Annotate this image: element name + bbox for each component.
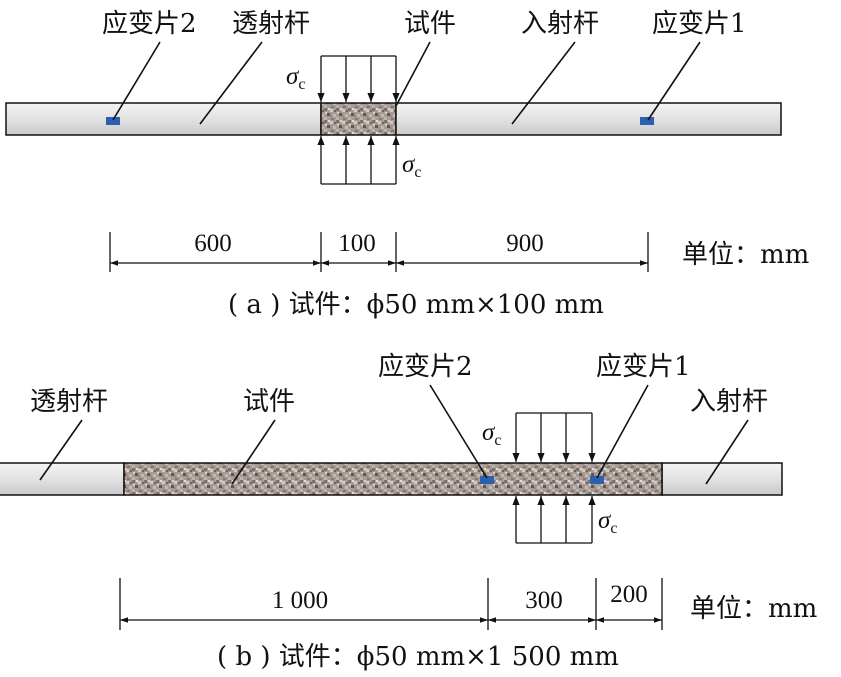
incident-bar-a (395, 102, 782, 136)
confining-stress-arrows-top-a (317, 55, 400, 102)
label-gauge1-b: 应变片1 (596, 352, 691, 382)
panel-b: 透射杆 试件 应变片2 应变片1 入射杆 σc σc (0, 352, 817, 672)
label-specimen-a: 试件 (404, 9, 456, 39)
dimension-300: 300 (525, 587, 563, 614)
leader-gauge2-a (112, 41, 161, 121)
dimension-900: 900 (506, 230, 544, 257)
leader-incident-bar-a (511, 41, 576, 125)
panel-a: 应变片2 透射杆 试件 入射杆 应变片1 σc σc (5, 9, 809, 320)
sigma-c-top-a: σc (286, 63, 305, 93)
dimension-1000: 1 000 (272, 587, 328, 614)
dimension-line-b (119, 578, 663, 630)
dimension-200: 200 (610, 581, 648, 608)
confining-stress-arrows-bottom-a (317, 136, 400, 185)
dimension-100: 100 (338, 230, 376, 257)
strain-gauge-1-a (640, 117, 654, 125)
strain-gauge-2-b (480, 476, 494, 484)
label-gauge2-a: 应变片2 (102, 9, 197, 39)
incident-bar-b (661, 462, 783, 496)
label-incident-bar-b: 入射杆 (690, 387, 768, 417)
leader-gauge1-b (596, 384, 649, 479)
dimension-line-a (109, 232, 649, 272)
confining-stress-arrows-bottom-b (512, 496, 596, 544)
leader-transmission-bar-a (199, 41, 263, 125)
confining-stress-arrows-top-b (512, 412, 596, 462)
unit-label-a: 单位：mm (682, 240, 809, 270)
unit-label-b: 单位：mm (690, 594, 817, 624)
sigma-c-top-b: σc (482, 419, 501, 449)
dimension-600: 600 (194, 230, 232, 257)
label-gauge2-b: 应变片2 (378, 352, 473, 382)
specimen-a (320, 102, 397, 136)
leader-gauge1-a (647, 41, 701, 121)
caption-a: ( a ) 试件：ϕ50 mm×100 mm (228, 290, 604, 320)
sigma-c-bottom-b: σc (598, 507, 617, 537)
leader-specimen-a (395, 41, 431, 107)
caption-b: ( b ) 试件：ϕ50 mm×1 500 mm (217, 642, 619, 672)
transmission-bar-b (0, 462, 125, 496)
label-specimen-b: 试件 (243, 387, 295, 417)
specimen-b (123, 462, 663, 496)
label-transmission-bar-b: 透射杆 (30, 387, 108, 417)
strain-gauge-2-a (106, 117, 120, 125)
strain-gauge-1-b (590, 476, 604, 484)
sigma-c-bottom-a: σc (402, 151, 421, 181)
label-transmission-bar-a: 透射杆 (232, 9, 310, 39)
leader-transmission-bar-b (39, 419, 83, 481)
leader-gauge2-b (429, 384, 488, 479)
label-incident-bar-a: 入射杆 (521, 9, 599, 39)
leader-incident-bar-b (705, 419, 749, 485)
transmission-bar-a (5, 102, 322, 136)
leader-specimen-b (231, 419, 276, 485)
label-gauge1-a: 应变片1 (652, 9, 747, 39)
